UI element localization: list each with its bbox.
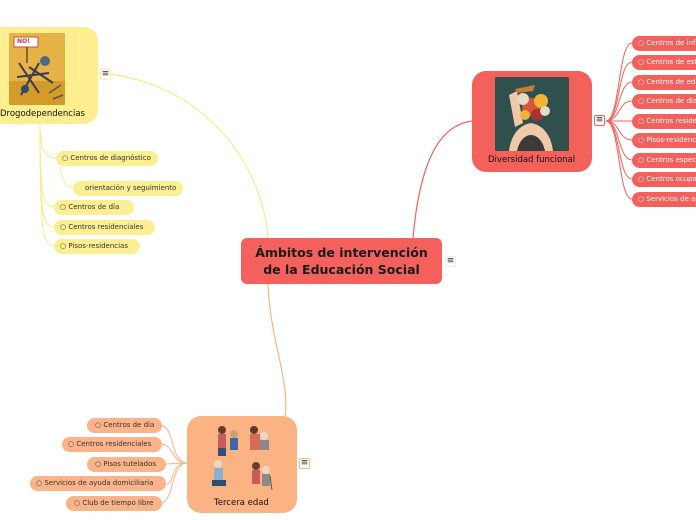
drogo-child-3[interactable]: ○ Centros de día	[54, 200, 134, 215]
bullet-icon: ○	[638, 39, 645, 47]
central-topic[interactable]: Ámbitos de intervención de la Educación …	[241, 238, 442, 284]
topic-tercera-edad[interactable]: Tercera edad	[187, 416, 297, 513]
tercera-child-1[interactable]: ○ Centros de día	[87, 418, 162, 433]
bullet-icon: ○	[638, 175, 645, 183]
bullet-icon: ○	[95, 421, 102, 429]
topic-diversidad-funcional[interactable]: Diversidad funcional	[472, 71, 592, 172]
bullet-icon: ○	[36, 479, 43, 487]
drogo-child-1[interactable]: ○ Centros de diagnóstico	[56, 151, 158, 166]
diversidad-menu-icon[interactable]: ≡	[594, 115, 605, 126]
diversidad-child-8[interactable]: ○ Centros ocupa	[632, 172, 696, 187]
woman-with-flowers-illustration-icon	[495, 77, 569, 151]
diversidad-child-1[interactable]: ○ Centros de inf	[632, 36, 696, 51]
diversidad-child-2[interactable]: ○ Centros de est	[632, 55, 696, 70]
tercera-child-3[interactable]: ○ Pisos tutelados	[87, 457, 166, 472]
bullet-icon: ○	[60, 242, 67, 250]
bullet-icon: ○	[95, 460, 102, 468]
bullet-icon: ○	[638, 97, 645, 105]
central-menu-icon[interactable]: ≡	[445, 256, 456, 267]
tercera-child-2[interactable]: ○ Centros residenciales	[62, 437, 162, 452]
central-topic-line1: Ámbitos de intervención	[255, 245, 428, 260]
elderly-care-illustration-icon	[204, 420, 280, 496]
bullet-icon: ○	[60, 223, 67, 231]
bullet-icon: ○	[638, 78, 645, 86]
diversidad-child-9[interactable]: ○ Servicios de ap	[632, 192, 696, 207]
tercera-child-5[interactable]: ○ Club de tiempo libre	[66, 496, 162, 511]
bullet-icon: ○	[638, 195, 645, 203]
diversidad-child-4[interactable]: ○ Centros de día	[632, 94, 696, 109]
bullet-icon: ○	[74, 499, 81, 507]
bullet-icon: ○	[638, 136, 645, 144]
topic-title-drogodependencias: Drogodependencias	[0, 109, 85, 119]
drogo-child-4[interactable]: ○ Centros residenciales	[54, 220, 155, 235]
topic-title-diversidad-funcional: Diversidad funcional	[488, 155, 576, 165]
diversidad-child-7[interactable]: ○ Centros espec	[632, 153, 696, 168]
bullet-icon: ○	[638, 156, 645, 164]
drogo-child-2[interactable]: orientación y seguimiento	[73, 181, 183, 196]
bullet-icon: ○	[62, 154, 69, 162]
drogo-menu-icon[interactable]: ≡	[100, 69, 111, 80]
topic-title-tercera-edad: Tercera edad	[214, 498, 269, 508]
diversidad-child-5[interactable]: ○ Centros reside	[632, 114, 696, 129]
bullet-icon: ○	[68, 440, 75, 448]
topic-drogodependencias[interactable]: NO! Drogodependencias	[0, 27, 98, 124]
tercera-child-4[interactable]: ○ Servicios de ayuda domiciliaria	[30, 476, 166, 491]
diversidad-child-6[interactable]: ○ Pisos-residenc	[632, 133, 696, 148]
poster-text: NO!	[17, 38, 30, 45]
bullet-icon: ○	[638, 58, 645, 66]
bullet-icon: ○	[60, 203, 67, 211]
tercera-menu-icon[interactable]: ≡	[299, 458, 310, 469]
bullet-icon: ○	[638, 117, 645, 125]
drogo-child-5[interactable]: ○ Pisos-residencias	[54, 239, 140, 254]
diversidad-child-3[interactable]: ○ Centros de edu	[632, 75, 696, 90]
drug-poster-illustration-icon: NO!	[9, 33, 65, 105]
central-topic-line2: de la Educación Social	[263, 262, 420, 277]
